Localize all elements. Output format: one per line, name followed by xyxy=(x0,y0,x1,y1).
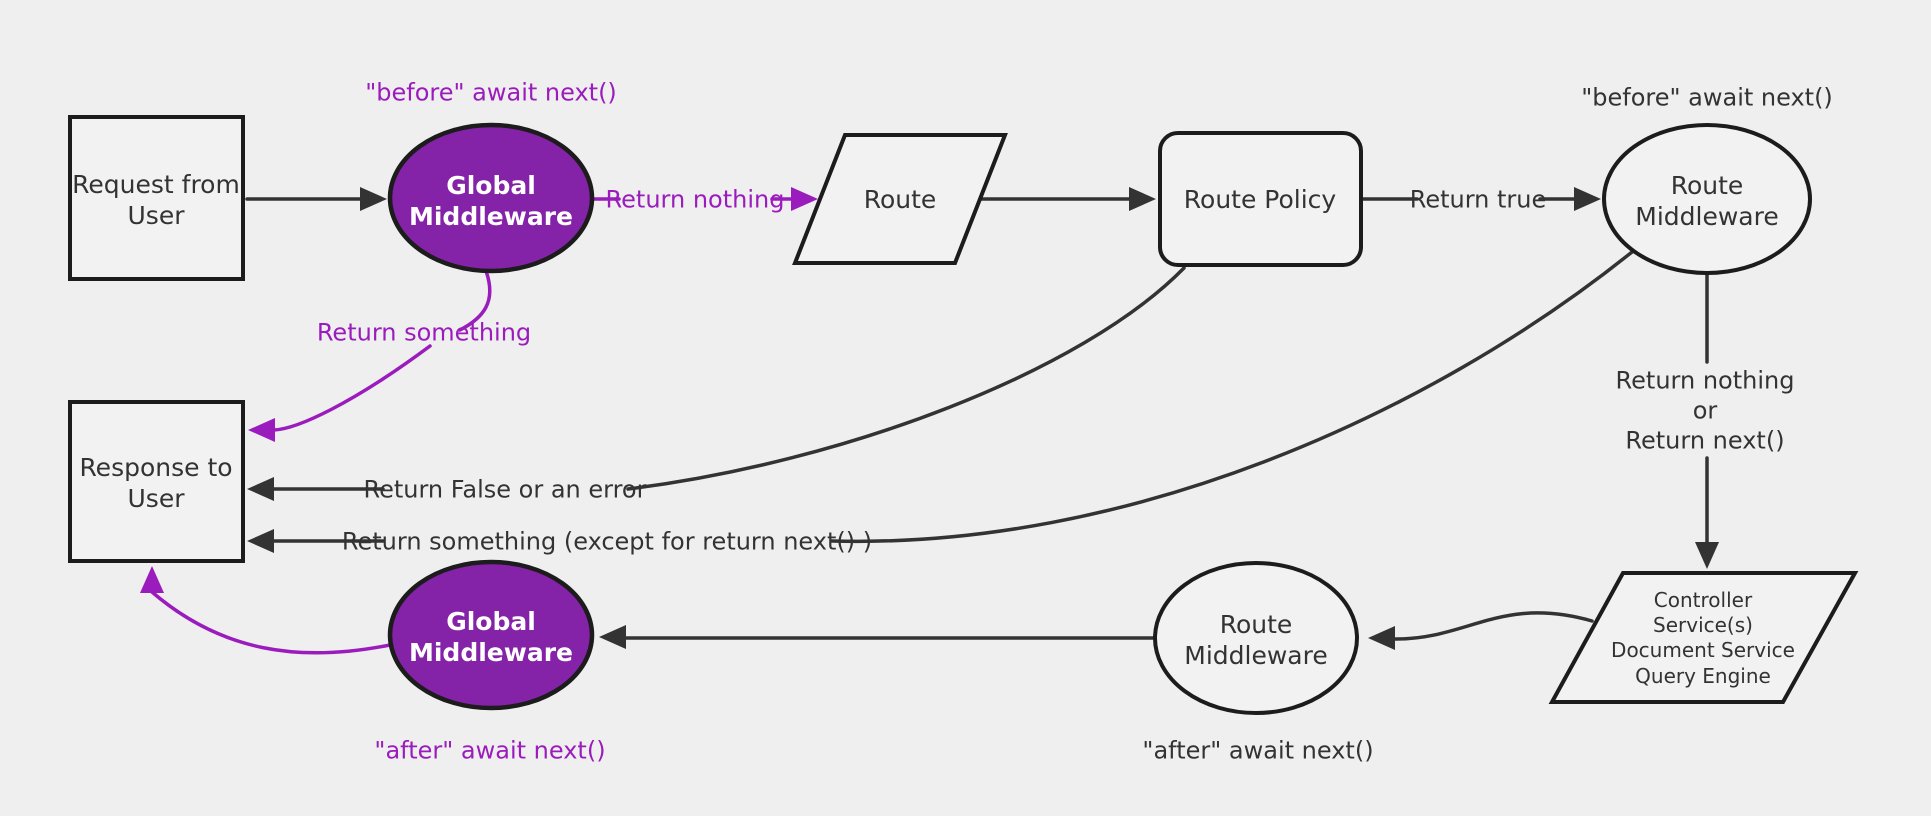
node-route-policy: Route Policy xyxy=(1158,131,1363,267)
arrowhead-into-route xyxy=(791,187,818,211)
label-return-nothing: Return nothing xyxy=(606,185,785,213)
response-to-user-label-line2: User xyxy=(128,484,186,513)
controller-label-line1: Controller xyxy=(1654,588,1753,612)
route-middleware-top-ellipse xyxy=(1602,123,1812,275)
global-middleware-bottom-label-line2: Middleware xyxy=(409,638,573,667)
request-from-user-box xyxy=(68,115,245,281)
label-return-nothing-or-line2: or xyxy=(1693,396,1718,424)
global-middleware-top-ellipse xyxy=(387,122,595,274)
edge-policy-to-response-segment-2 xyxy=(626,266,1186,491)
route-policy-label: Route Policy xyxy=(1184,185,1337,214)
label-return-something: Return something xyxy=(317,318,531,346)
route-middleware-top-label-line1: Route xyxy=(1671,171,1744,200)
global-middleware-top-label-line1: Global xyxy=(446,171,536,200)
global-middleware-bottom-label-line1: Global xyxy=(446,607,536,636)
label-return-true: Return true xyxy=(1410,185,1547,213)
request-from-user-label-line2: User xyxy=(128,201,186,230)
edge-global-top-to-response-segment-2 xyxy=(272,344,432,432)
arrowhead-into-response-low xyxy=(247,529,274,553)
response-to-user-box xyxy=(68,400,245,563)
arrowhead-into-global-middleware-bottom xyxy=(599,625,626,649)
node-route-middleware-bottom: Route Middleware xyxy=(1153,561,1359,715)
node-response-to-user: Response to User xyxy=(68,400,245,563)
label-return-false-or-error: Return False or an error xyxy=(364,475,647,503)
controller-label-line2: Service(s) xyxy=(1653,613,1753,637)
node-route-middleware-top: Route Middleware xyxy=(1602,123,1812,275)
edges xyxy=(140,187,1719,655)
route-middleware-bottom-label-line1: Route xyxy=(1220,610,1293,639)
global-middleware-bottom-ellipse xyxy=(387,559,595,711)
response-to-user-label-line1: Response to xyxy=(79,453,232,482)
controller-parallelogram xyxy=(1548,571,1859,704)
controller-label-line4: Query Engine xyxy=(1635,664,1771,688)
route-policy-box xyxy=(1158,131,1363,267)
edge-controller-to-route-middleware-bottom xyxy=(1392,611,1594,641)
arrowhead-into-controller xyxy=(1695,542,1719,569)
request-from-user-label-line1: Request from xyxy=(72,170,240,199)
annotation-after-await-bottom-mid: "after" await next() xyxy=(1142,736,1373,764)
edge-labels: Return nothing Return true Return someth… xyxy=(317,185,1795,555)
arrowhead-into-route-middleware-top xyxy=(1574,187,1601,211)
arrowhead-into-response-top xyxy=(248,418,275,442)
controller-label-line3: Document Service xyxy=(1611,638,1795,662)
label-return-something-except: Return something (except for return next… xyxy=(342,527,872,555)
global-middleware-top-label-line2: Middleware xyxy=(409,202,573,231)
annotation-after-await-bottom-left: "after" await next() xyxy=(374,736,605,764)
route-label: Route xyxy=(864,185,937,214)
node-global-middleware-bottom: Global Middleware xyxy=(387,559,595,711)
arrowhead-into-response-mid xyxy=(247,477,274,501)
route-parallelogram xyxy=(792,133,1008,265)
label-return-nothing-or-line3: Return next() xyxy=(1625,426,1784,454)
node-global-middleware-top: Global Middleware xyxy=(387,122,595,274)
annotation-before-await-top-left: "before" await next() xyxy=(365,78,617,106)
label-return-nothing-or-line1: Return nothing xyxy=(1616,366,1795,394)
node-controller-services: Controller Service(s) Document Service Q… xyxy=(1548,571,1859,704)
annotations: "before" await next() "before" await nex… xyxy=(365,78,1833,764)
route-middleware-bottom-label-line2: Middleware xyxy=(1184,641,1327,670)
edge-route-middleware-to-response-segment-2 xyxy=(830,250,1634,544)
edge-global-top-to-response-segment-1 xyxy=(458,269,492,332)
arrowhead-into-global-middleware-top xyxy=(360,187,387,211)
route-middleware-bottom-ellipse xyxy=(1153,561,1359,715)
arrowhead-into-response-bottom xyxy=(140,566,164,593)
node-route: Route xyxy=(792,133,1008,265)
arrowhead-into-route-middleware-bottom xyxy=(1368,626,1395,650)
node-request-from-user: Request from User xyxy=(68,115,245,281)
arrowhead-into-route-policy xyxy=(1129,187,1156,211)
route-middleware-top-label-line2: Middleware xyxy=(1635,202,1778,231)
edge-global-bottom-to-response xyxy=(150,590,392,655)
annotation-before-await-top-right: "before" await next() xyxy=(1581,83,1833,111)
